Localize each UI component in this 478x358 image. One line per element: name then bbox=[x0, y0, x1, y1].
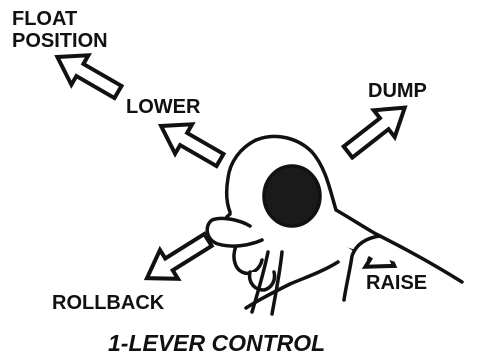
diagram-caption: 1-LEVER CONTROL bbox=[108, 330, 326, 356]
lower-arrow-icon bbox=[157, 122, 227, 169]
float-arrow-icon bbox=[54, 53, 125, 101]
rollback-arrow-icon bbox=[143, 231, 215, 281]
lower-label: LOWER bbox=[126, 96, 201, 118]
raise-label: RAISE bbox=[366, 272, 428, 294]
hand-on-lever-icon bbox=[205, 134, 464, 316]
dump-arrow-icon bbox=[340, 105, 408, 161]
float-position-label: FLOAT POSITION bbox=[12, 8, 108, 52]
float-label-line1: FLOAT bbox=[12, 8, 78, 30]
float-label-line2: POSITION bbox=[12, 30, 108, 52]
dump-label: DUMP bbox=[368, 80, 427, 102]
rollback-label: ROLLBACK bbox=[52, 292, 165, 314]
